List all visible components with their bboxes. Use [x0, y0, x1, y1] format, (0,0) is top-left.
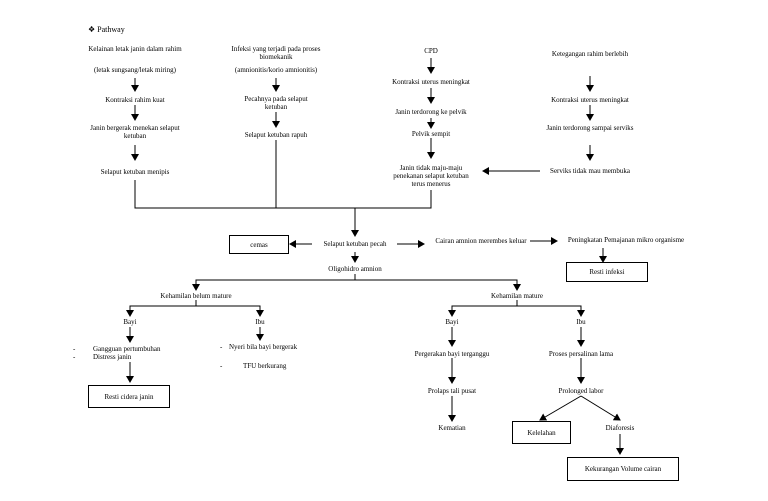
list-marker: - — [220, 343, 223, 351]
node-cairan-amnion: Cairan amnion merembes keluar — [435, 237, 527, 245]
node-pergerakan-bayi: Pergerakan bayi terganggu — [414, 350, 490, 358]
list-item-nyeri: Nyeri bila bayi bergerak — [229, 343, 298, 351]
node-serviks-tidak-membuka: Serviks tidak mau membuka — [550, 167, 630, 175]
node-janin-pelvik: Janin terdorong ke pelvik — [395, 108, 467, 116]
list-item-tfu: TFU berkurang — [243, 362, 287, 370]
node-amnionitis: (amnionitis/korio amnionitis) — [234, 66, 318, 74]
node-pecahnya: Pecahnya pada selaput ketuban — [244, 95, 308, 111]
node-prolaps-tali-pusat: Prolaps tali pusat — [427, 387, 477, 395]
node-pelvik-sempit: Pelvik sempit — [411, 130, 451, 138]
node-kekurangan-volume-cairan: Kekurangan Volume cairan — [567, 457, 679, 481]
node-bayi-right: Bayi — [445, 318, 459, 326]
node-janin-menekan: Janin bergerak menekan selaput ketuban — [90, 124, 180, 140]
node-ibu-right: Ibu — [576, 318, 586, 326]
list-marker: - — [220, 362, 223, 370]
diamond-bullet-icon: ❖ — [88, 25, 96, 34]
node-cemas: cemas — [229, 235, 289, 254]
node-kontraksi-rahim: Kontraksi rahim kuat — [105, 96, 165, 104]
node-selaput-menipis: Selaput ketuban menipis — [100, 168, 170, 176]
node-infeksi: Infeksi yang terjadi pada proses biomeka… — [231, 45, 321, 61]
node-peningkatan-pemajanan: Peningkatan Pemajanan mikro organisme — [567, 236, 685, 244]
node-kehamilan-mature: Kehamilan mature — [491, 292, 543, 300]
node-kehamilan-belum-mature: Kehamilan belum mature — [160, 292, 232, 300]
node-ibu-left: Ibu — [255, 318, 265, 326]
node-selaput-rapuh: Selaput ketuban rapuh — [244, 131, 308, 139]
heading-title: Pathway — [97, 25, 125, 34]
node-resti-cidera-janin: Resti cidera janin — [88, 385, 170, 408]
node-selaput-pecah: Selaput ketuban pecah — [323, 240, 387, 248]
node-kematian: Kematian — [438, 424, 466, 432]
node-kelelahan: Kelelahan — [512, 421, 571, 444]
list-item-distress: Distress janin — [93, 353, 132, 361]
node-kontraksi-uterus-1: Kontraksi uterus meningkat — [392, 78, 470, 86]
node-cpd: CPD — [424, 47, 438, 55]
node-ketegangan-rahim: Ketegangan rahim berlebih — [551, 50, 629, 58]
node-prolonged-labor: Prolonged labor — [558, 387, 604, 395]
node-kontraksi-uterus-2: Kontraksi uterus meningkat — [551, 96, 629, 104]
node-kelainan-letak: Kelainan letak janin dalam rahim — [88, 45, 182, 53]
list-item-gangguan: Gangguan pertumbuhan — [93, 345, 161, 353]
pathway-heading: ❖ Pathway — [88, 25, 125, 35]
node-oligohidro: Oligohidro amnion — [328, 265, 382, 273]
node-janin-tidak-maju: Janin tidak maju-maju penekanan selaput … — [393, 164, 469, 188]
node-resti-infeksi: Resti infeksi — [566, 262, 648, 282]
node-letak-sungsang: (letak sungsang/letak miring) — [93, 66, 177, 74]
node-janin-serviks: Janin terdorong sampai serviks — [546, 124, 634, 132]
node-diaforesis: Diaforesis — [605, 424, 635, 432]
node-bayi-left: Bayi — [123, 318, 137, 326]
list-marker: - — [73, 345, 76, 353]
node-proses-persalinan: Proses persalinan lama — [548, 350, 614, 358]
list-marker: - — [73, 353, 76, 361]
